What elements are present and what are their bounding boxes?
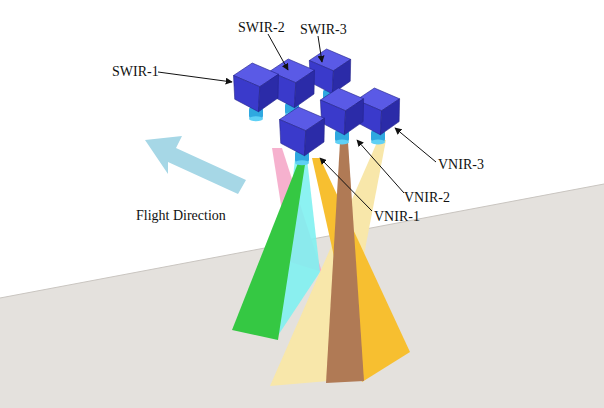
vnir2-beam <box>326 142 364 383</box>
camera-body <box>280 120 306 156</box>
leader-line <box>158 72 232 82</box>
camera-body <box>259 74 279 112</box>
leader-lines <box>158 34 436 211</box>
part-label: SWIR-2 <box>238 20 285 35</box>
leader-line <box>268 34 288 70</box>
camera-body <box>344 99 363 135</box>
camera-body <box>305 118 325 156</box>
camera <box>320 88 363 145</box>
leader-line <box>318 36 322 62</box>
swir3-beam <box>232 158 306 340</box>
camera-body <box>234 76 260 112</box>
leader-line <box>357 140 404 193</box>
camera-body <box>332 59 350 94</box>
camera-lens <box>295 160 309 165</box>
part-label: SWIR-1 <box>112 64 159 79</box>
part-label: VNIR-1 <box>374 209 420 224</box>
part-label: SWIR-3 <box>300 22 347 37</box>
camera-lens <box>371 140 385 145</box>
part-label: VNIR-2 <box>404 190 450 205</box>
camera-group <box>234 49 400 165</box>
flight-arrow <box>145 136 246 194</box>
leader-line <box>395 128 436 162</box>
leader-line <box>320 158 372 211</box>
direction-label: Flight Direction <box>136 208 226 223</box>
camera-lens <box>335 140 349 145</box>
camera <box>234 63 279 121</box>
camera-lens <box>249 116 263 121</box>
camera <box>280 107 325 165</box>
camera-body <box>295 70 315 108</box>
part-label: VNIR-3 <box>438 157 484 172</box>
